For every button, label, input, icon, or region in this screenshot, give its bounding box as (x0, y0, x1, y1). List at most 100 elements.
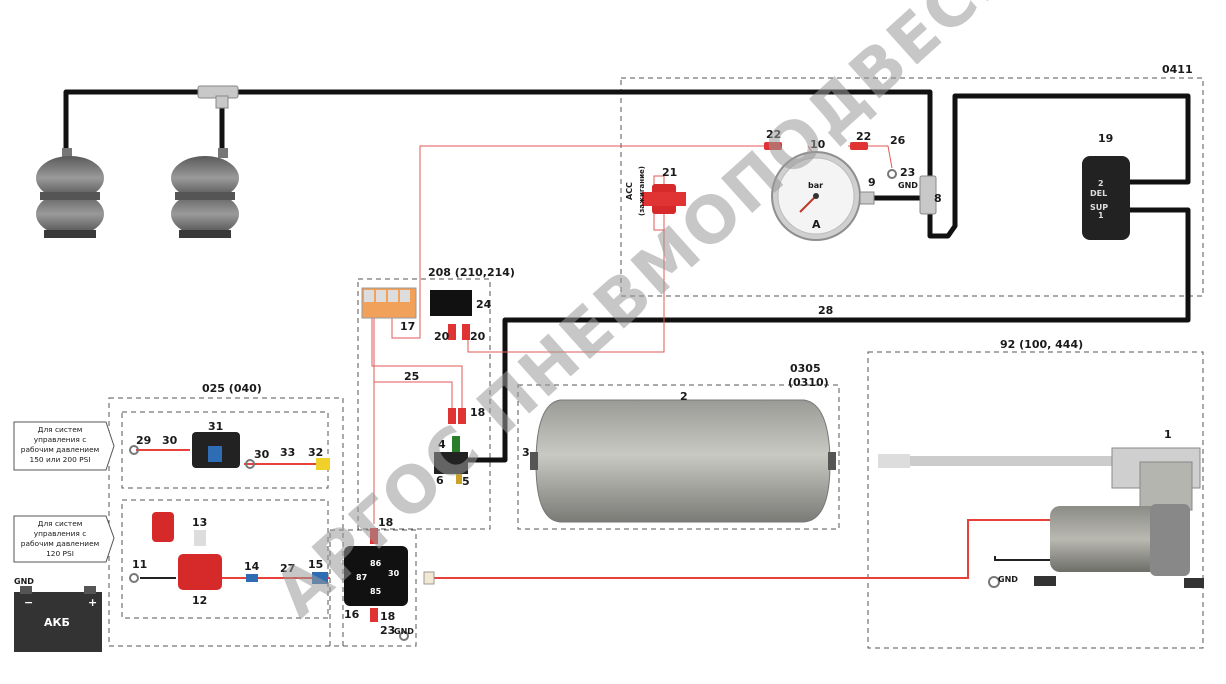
label-30-high: 30 (162, 434, 178, 447)
relay-pin-87: 87 (356, 573, 367, 582)
label-31: 31 (208, 420, 223, 433)
wire-relay-to-compressor (432, 519, 1060, 579)
gnd-gauge: GND (898, 181, 918, 190)
wire-17-down (371, 318, 463, 412)
label-13: 13 (192, 516, 207, 529)
label-12: 12 (192, 594, 207, 607)
group-box-0411 (620, 77, 1204, 297)
group-label-208: 208 (210,214) (428, 266, 515, 279)
battery-label: АКБ (44, 616, 70, 629)
label-24: 24 (476, 298, 492, 311)
battery-minus: − (24, 596, 33, 609)
label-18-switch: 18 (470, 406, 485, 419)
relay-pin-86: 86 (370, 559, 382, 568)
label-23-gauge: 23 (900, 166, 915, 179)
label-20-right: 20 (470, 330, 486, 343)
note-low-line3: рабочим давлением (21, 539, 99, 548)
label-23-relay: 23 (380, 624, 395, 637)
gnd-relay: GND (394, 627, 414, 636)
wire-22-link (807, 145, 813, 153)
label-3: 3 (522, 446, 530, 459)
terminal-block-17 (361, 287, 417, 319)
battery-plus: + (88, 596, 97, 609)
label-17: 17 (400, 320, 415, 333)
wire-acc-loop (467, 176, 665, 353)
connector-18-left (448, 408, 456, 424)
label-21: 21 (662, 166, 677, 179)
group-box-025 (108, 397, 344, 647)
compressor (878, 447, 1204, 588)
wire-25 (374, 381, 453, 412)
fuse-holder-12 (129, 512, 328, 590)
wire-compressor-gnd (994, 556, 1050, 561)
note-high-line2: управления с (34, 435, 87, 444)
connector-22-right (850, 142, 868, 150)
note-high-line4: 150 или 200 PSI (30, 455, 91, 464)
label-30-low: 30 (254, 448, 270, 461)
gnd-battery: GND (14, 577, 34, 586)
label-33: 33 (280, 446, 295, 459)
group-box-0305 (517, 384, 840, 530)
fuse-holder-31 (129, 432, 330, 470)
label-1: 1 (1164, 428, 1172, 441)
power-relay: 86 87 30 85 (344, 528, 435, 641)
group-label-92: 92 (100, 444) (1000, 338, 1083, 351)
label-32: 32 (308, 446, 323, 459)
label-18-relay-top: 18 (378, 516, 393, 529)
wire-acc-upper (419, 145, 770, 296)
label-14: 14 (244, 560, 260, 573)
label-19: 19 (1098, 132, 1113, 145)
panel-del-label: DEL (1090, 189, 1107, 198)
acc-fuse-holder (642, 184, 686, 214)
group-label-0305: 0305 (790, 362, 821, 375)
air-spring-left (36, 148, 104, 238)
group-box-relay (329, 529, 417, 647)
tee-fitting-top (197, 85, 239, 109)
note-high-line1: Для систем (38, 425, 83, 434)
battery: АКБ − + (14, 586, 102, 652)
pressure-gauge: bar A (771, 151, 875, 241)
label-29: 29 (136, 434, 151, 447)
label-5: 5 (462, 475, 470, 488)
note-high-pressure: Для систем управления с рабочим давление… (13, 421, 115, 471)
air-spring-right (171, 148, 239, 238)
label-16: 16 (344, 608, 360, 621)
label-9: 9 (868, 176, 876, 189)
relay-pin-30: 30 (388, 569, 400, 578)
label-18-relay-bottom: 18 (380, 610, 395, 623)
group-label-025: 025 (040) (202, 382, 262, 395)
note-low-pressure: Для систем управления с рабочим давление… (13, 515, 115, 563)
tee-fitting-8 (919, 175, 937, 215)
gauge-unit: bar (808, 181, 823, 190)
pressure-switch (434, 436, 468, 484)
connector-20-right (462, 324, 470, 340)
label-26: 26 (890, 134, 906, 147)
label-6: 6 (436, 474, 444, 487)
wire-17-loop (391, 296, 421, 339)
ring-terminal-23 (887, 169, 897, 179)
air-hose-28 (463, 207, 1191, 463)
label-15: 15 (308, 558, 323, 571)
label-27: 27 (280, 562, 295, 575)
group-label-0411: 0411 (1162, 63, 1193, 76)
gnd-compressor: GND (998, 575, 1018, 584)
note-low-line2: управления с (34, 529, 87, 538)
note-high-line3: рабочим давлением (21, 445, 99, 454)
label-20-left: 20 (434, 330, 450, 343)
label-8: 8 (934, 192, 942, 205)
acc-label: ACC (625, 182, 634, 200)
label-22-left: 22 (766, 128, 781, 141)
label-28: 28 (818, 304, 833, 317)
air-tank (530, 399, 836, 523)
note-low-line1: Для систем (38, 519, 83, 528)
label-22-right: 22 (856, 130, 871, 143)
panel-sup-number: 1 (1098, 211, 1104, 220)
group-box-208 (357, 278, 491, 530)
control-panel: 2 DEL SUP 1 (1082, 156, 1130, 240)
label-25: 25 (404, 370, 419, 383)
connector-24 (430, 290, 472, 316)
connector-18-right (458, 408, 466, 424)
label-4: 4 (438, 438, 446, 451)
subgroup-box-high (121, 411, 329, 489)
